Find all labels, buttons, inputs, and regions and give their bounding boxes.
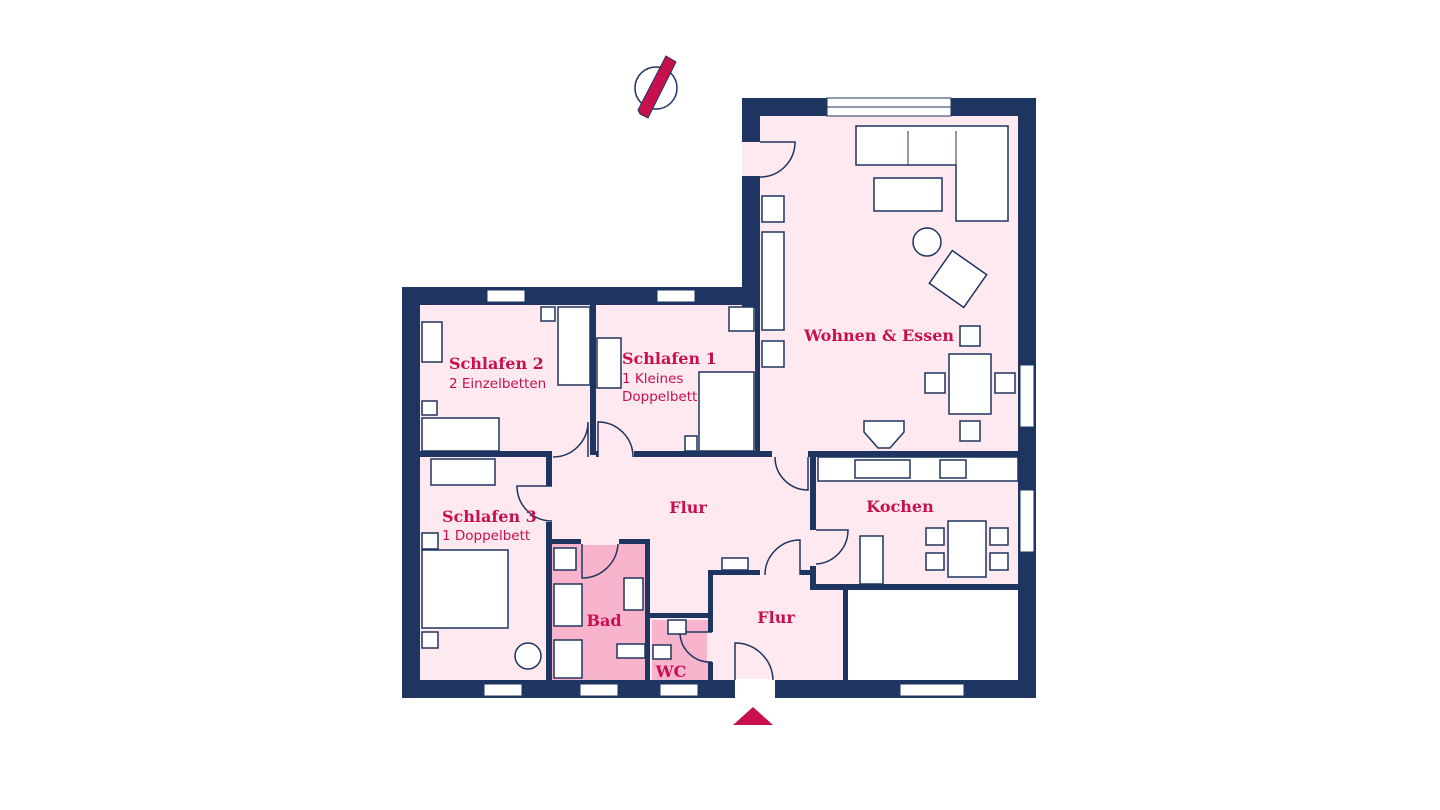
room-label-flur-entrance: Flur [757, 608, 795, 627]
north-arrow-icon [634, 55, 678, 119]
storage-area [848, 590, 1018, 680]
room-detail-schlafen-1-line1: 1 Kleines [622, 371, 683, 387]
room-label-schlafen-3: Schlafen 3 [442, 507, 537, 526]
room-label-wohnen-essen: Wohnen & Essen [803, 326, 954, 345]
doors [516, 141, 849, 681]
room-label-wc: WC [655, 662, 687, 681]
furniture [421, 125, 1019, 679]
entrance-arrow-icon [733, 707, 773, 725]
windows [483, 97, 1035, 697]
room-detail-schlafen-1-line2: Doppelbett [622, 389, 697, 405]
room-label-bad: Bad [586, 611, 621, 630]
room-detail-schlafen-3: 1 Doppelbett [442, 528, 530, 544]
room-detail-schlafen-2: 2 Einzelbetten [449, 376, 546, 392]
room-label-schlafen-2: Schlafen 2 [449, 354, 544, 373]
room-label-schlafen-1: Schlafen 1 [622, 349, 717, 368]
room-label-kochen: Kochen [866, 497, 934, 516]
room-label-flur: Flur [669, 498, 707, 517]
